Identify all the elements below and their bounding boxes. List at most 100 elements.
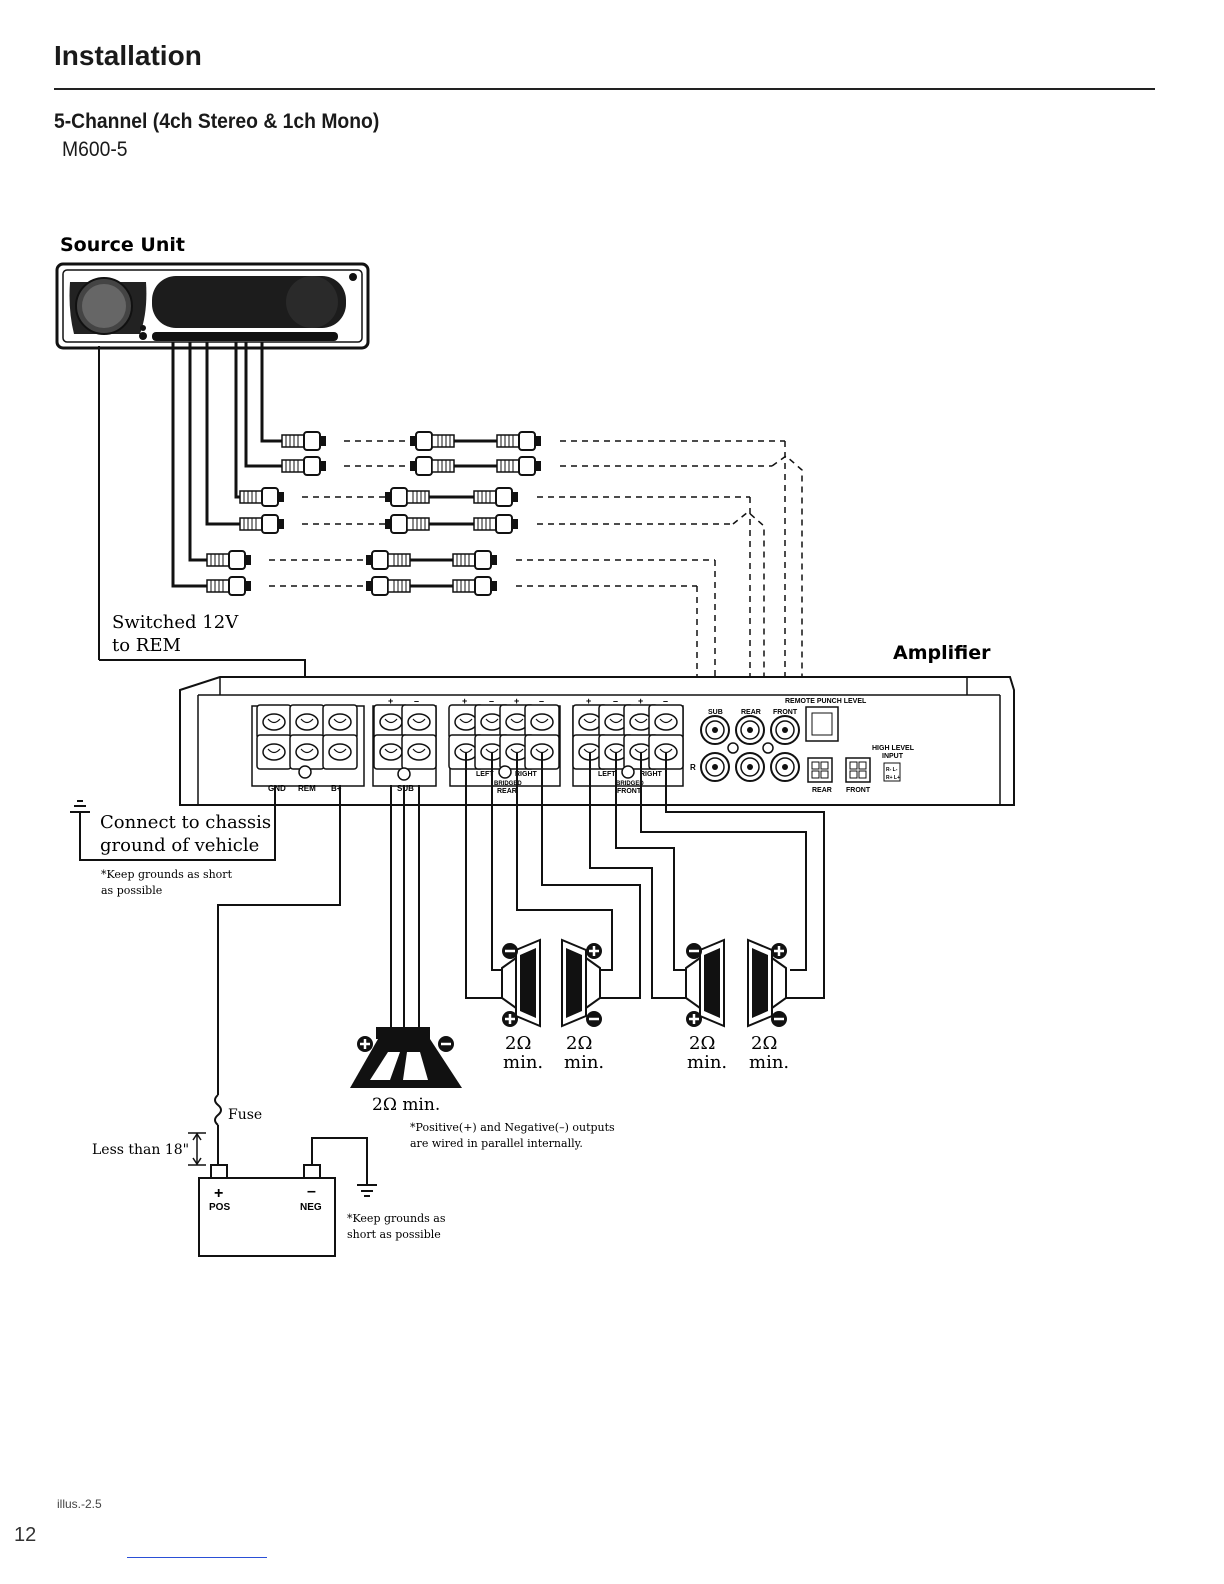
rca-row-6 — [206, 576, 697, 596]
high-level-input-front — [845, 757, 871, 783]
hl-pins-1: R- L- — [886, 767, 898, 773]
hl-rear-label: REAR — [812, 787, 832, 794]
speaker-rear-left — [501, 938, 541, 1028]
sub-plus-icon — [355, 1034, 375, 1054]
high-level-input-rear — [807, 757, 833, 783]
rca-bundle-wires — [171, 342, 282, 588]
spk3-plus-icon — [684, 1009, 704, 1029]
battery-neg-symbol: – — [307, 1183, 316, 1200]
spk3-impedance: 2Ω — [689, 1033, 715, 1054]
spk2-min: min. — [564, 1052, 604, 1073]
hl-pins-2: R+ L+ — [886, 775, 900, 781]
sub-impedance-label: 2Ω min. — [372, 1095, 440, 1115]
speaker-wires — [465, 752, 825, 999]
term-sub-label: SUB — [397, 784, 414, 793]
spk3-min: min. — [687, 1052, 727, 1073]
battery-ground-wire — [311, 1137, 368, 1185]
spk2-impedance: 2Ω — [566, 1033, 592, 1054]
input-rear-label: REAR — [741, 709, 761, 716]
rear-bridged-label: BRIDGED — [494, 781, 522, 787]
hl-front-label: FRONT — [846, 787, 871, 794]
page-title: Installation — [54, 40, 202, 71]
distance-indicator — [188, 1132, 206, 1166]
chassis-label-line1: Connect to chassis — [100, 812, 271, 833]
front-left-label: LEFT — [598, 771, 616, 778]
rear-minus-1: – — [489, 696, 494, 706]
spk1-min: min. — [503, 1052, 543, 1073]
front-bridged-label: BRIDGED — [616, 781, 644, 787]
term-gnd-label: GND — [268, 784, 286, 793]
rear-minus-2: – — [539, 696, 544, 706]
speaker-front-right — [747, 938, 787, 1028]
rear-plus-2: + — [514, 696, 519, 706]
remote-punch-label: REMOTE PUNCH LEVEL — [785, 698, 867, 705]
ground-note-1-line2: as possible — [101, 884, 162, 897]
front-plus-1: + — [586, 696, 591, 706]
spk4-min: min. — [749, 1052, 789, 1073]
input-r-label: R — [690, 763, 696, 772]
header-rule — [54, 88, 1155, 90]
front-terminal-block — [572, 704, 684, 787]
hl-title-2: INPUT — [882, 753, 904, 760]
spk4-plus-icon — [769, 941, 789, 961]
power-terminal-block — [251, 704, 365, 787]
input-sub-label: SUB — [708, 709, 723, 716]
spk4-impedance: 2Ω — [751, 1033, 777, 1054]
source-unit-head-unit — [55, 262, 370, 350]
chassis-label-line2: ground of vehicle — [100, 835, 259, 856]
front-plus-2: + — [638, 696, 643, 706]
rca-input-jacks — [700, 715, 800, 782]
battery — [198, 1164, 336, 1257]
rear-group-label: REAR — [497, 788, 517, 795]
page-number: 12 — [14, 1524, 37, 1546]
ground-note-1-line1: *Keep grounds as short — [101, 868, 233, 881]
rear-right-label: RIGHT — [515, 771, 538, 778]
spk2-plus-icon — [584, 941, 604, 961]
front-minus-2: – — [663, 696, 668, 706]
term-sub-plus: + — [388, 696, 393, 706]
power-wire — [217, 785, 341, 1095]
input-front-label: FRONT — [773, 709, 798, 716]
fuse-symbol — [214, 1094, 222, 1126]
rca-row-2 — [281, 456, 772, 476]
footer-link-line — [127, 1557, 267, 1558]
rca-row-1 — [281, 431, 785, 451]
speaker-rear-right — [561, 938, 601, 1028]
section-subtitle: 5-Channel (4ch Stereo & 1ch Mono) — [54, 110, 380, 133]
distance-label: Less than 18" — [92, 1142, 189, 1158]
switched-label-line2: to REM — [112, 635, 181, 656]
amplifier-label: Amplifier — [893, 642, 991, 664]
spk1-impedance: 2Ω — [505, 1033, 531, 1054]
front-minus-1: – — [613, 696, 618, 706]
parallel-note-line2: are wired in parallel internally. — [410, 1137, 583, 1150]
illustration-ref: illus.-2.5 — [57, 1497, 102, 1511]
sub-terminal-block — [372, 704, 437, 787]
ground-note-2-line2: short as possible — [347, 1228, 441, 1241]
battery-pos-symbol: + — [214, 1185, 223, 1202]
fuse-label: Fuse — [228, 1107, 262, 1123]
sub-minus-icon — [436, 1034, 456, 1054]
rca-row-4 — [239, 514, 733, 534]
speaker-front-left — [685, 938, 725, 1028]
spk1-minus-icon — [500, 941, 520, 961]
term-rem-label: REM — [298, 784, 316, 793]
rear-plus-1: + — [462, 696, 467, 706]
rca-row-5 — [206, 550, 715, 570]
model-number: M600-5 — [62, 138, 128, 161]
ground-wire — [79, 785, 276, 861]
parallel-note-line1: *Positive(+) and Negative(–) outputs — [410, 1121, 615, 1134]
spk1-plus-icon — [500, 1009, 520, 1029]
rear-left-label: LEFT — [476, 771, 494, 778]
ground-note-2-line1: *Keep grounds as — [347, 1212, 446, 1225]
term-bplus-label: B+ — [331, 784, 342, 793]
term-sub-minus: – — [414, 696, 419, 706]
front-right-label: RIGHT — [640, 771, 663, 778]
chassis-ground-symbol — [70, 800, 90, 813]
switched-label-line1: Switched 12V — [112, 612, 239, 633]
spk4-minus-icon — [769, 1009, 789, 1029]
rca-row-3 — [239, 487, 750, 507]
remote-punch-port — [805, 706, 839, 742]
spk2-minus-icon — [584, 1009, 604, 1029]
spk3-minus-icon — [684, 941, 704, 961]
